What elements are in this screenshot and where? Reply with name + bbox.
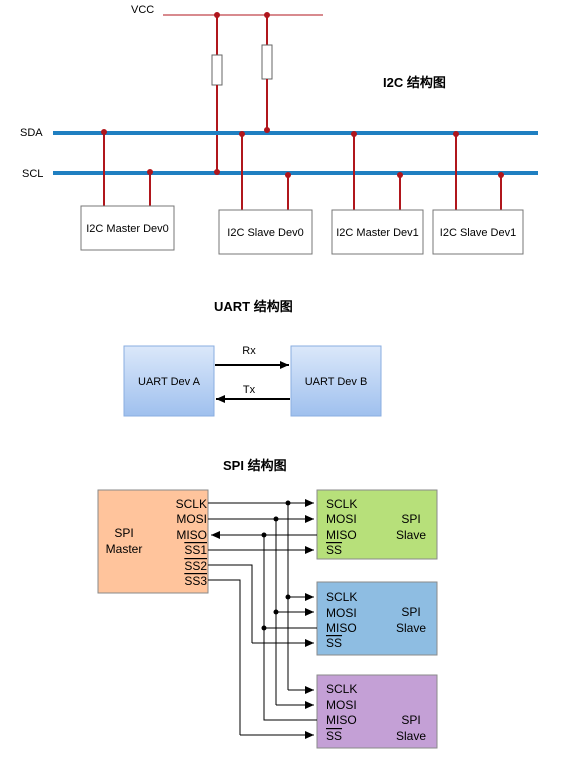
i2c-device-taps: [101, 127, 504, 210]
spi-master-pin: SS1: [184, 543, 207, 557]
scl-label: SCL: [22, 168, 43, 180]
i2c-device-label: I2C Master Dev1: [336, 227, 419, 239]
junction-dot: [261, 532, 267, 538]
uart-diagram: UART 结构图 UART Dev A UART Dev B Rx Tx: [123, 299, 382, 417]
junction-dot: [498, 172, 504, 178]
spi-diagram: SPI 结构图 SPI Master SCLK MOSI MISO SS1 SS…: [97, 458, 438, 749]
spi-master-pin: SCLK: [176, 497, 207, 511]
uart-tx-label: Tx: [243, 384, 256, 396]
spi-slave-name-line2: Slave: [396, 729, 426, 743]
spi-master-pin: SS3: [184, 574, 207, 588]
sda-label: SDA: [20, 127, 43, 139]
spi-slave-name-line2: Slave: [396, 621, 426, 635]
spi-master-pin: MOSI: [176, 512, 207, 526]
uart-dev-a-label: UART Dev A: [138, 376, 201, 388]
spi-junction-dots: [261, 500, 291, 631]
spi-master-pin: MISO: [176, 528, 207, 542]
junction-dot: [147, 169, 153, 175]
uart-title: UART 结构图: [214, 299, 293, 314]
uart-dev-b-label: UART Dev B: [305, 376, 368, 388]
spi-master-pin: SS2: [184, 559, 207, 573]
spi-slave-pin: MISO: [326, 621, 357, 635]
uart-dev-b-box: [290, 345, 382, 417]
junction-dot: [351, 131, 357, 137]
i2c-device: I2C Master Dev0: [80, 205, 175, 251]
junction-dot: [285, 172, 291, 178]
i2c-device-label: I2C Slave Dev0: [227, 227, 303, 239]
junction-dot: [285, 500, 291, 506]
junction-dot: [273, 609, 279, 615]
junction-dot: [273, 516, 279, 522]
pullup-resistor-scl: [211, 54, 223, 86]
spi-master-name-line1: SPI: [114, 526, 133, 540]
spi-slave-name-line1: SPI: [401, 713, 420, 727]
spi-slave-pin: SS: [326, 636, 342, 650]
i2c-diagram: VCC I2C 结构图 SDA SCL: [20, 4, 538, 255]
junction-dot: [214, 12, 220, 18]
i2c-device-label: I2C Master Dev0: [86, 223, 169, 235]
spi-slave-pin: MISO: [326, 713, 357, 727]
pullup-resistor-sda: [261, 44, 273, 80]
spi-slave-pin: MOSI: [326, 512, 357, 526]
spi-slave-pin: SS: [326, 543, 342, 557]
junction-dot: [264, 127, 270, 133]
junction-dot: [397, 172, 403, 178]
spi-slave-pin: SS: [326, 729, 342, 743]
uart-dev-a-box: [123, 345, 215, 417]
spi-slave-name-line1: SPI: [401, 605, 420, 619]
junction-dot: [264, 12, 270, 18]
i2c-device: I2C Slave Dev0: [218, 209, 313, 255]
i2c-device-label: I2C Slave Dev1: [440, 227, 516, 239]
junction-dot: [101, 129, 107, 135]
spi-slave-box: [316, 581, 438, 656]
junction-dot: [453, 131, 459, 137]
spi-slave-pin: MISO: [326, 528, 357, 542]
junction-dot: [239, 131, 245, 137]
spi-slave-box: [316, 674, 438, 749]
spi-slave-pin: MOSI: [326, 698, 357, 712]
spi-slave-name-line2: Slave: [396, 528, 426, 542]
junction-dot: [285, 594, 291, 600]
spi-wiring: [208, 499, 317, 739]
spi-slave-pin: SCLK: [326, 590, 357, 604]
vcc-label: VCC: [131, 4, 154, 16]
spi-slave-pin: SCLK: [326, 682, 357, 696]
spi-master-name-line2: Master: [106, 542, 143, 556]
spi-master-box: [97, 489, 209, 594]
uart-rx-label: Rx: [242, 345, 256, 357]
spi-slave-name-line1: SPI: [401, 512, 420, 526]
spi-slave-box: [316, 489, 438, 560]
spi-slave-pin: MOSI: [326, 606, 357, 620]
junction-dot: [261, 625, 267, 631]
spi-slave-pin: SCLK: [326, 497, 357, 511]
spi-title: SPI 结构图: [223, 458, 287, 473]
i2c-device: I2C Slave Dev1: [432, 209, 524, 255]
i2c-device: I2C Master Dev1: [331, 209, 424, 255]
i2c-title: I2C 结构图: [383, 75, 446, 90]
junction-dot: [214, 169, 220, 175]
